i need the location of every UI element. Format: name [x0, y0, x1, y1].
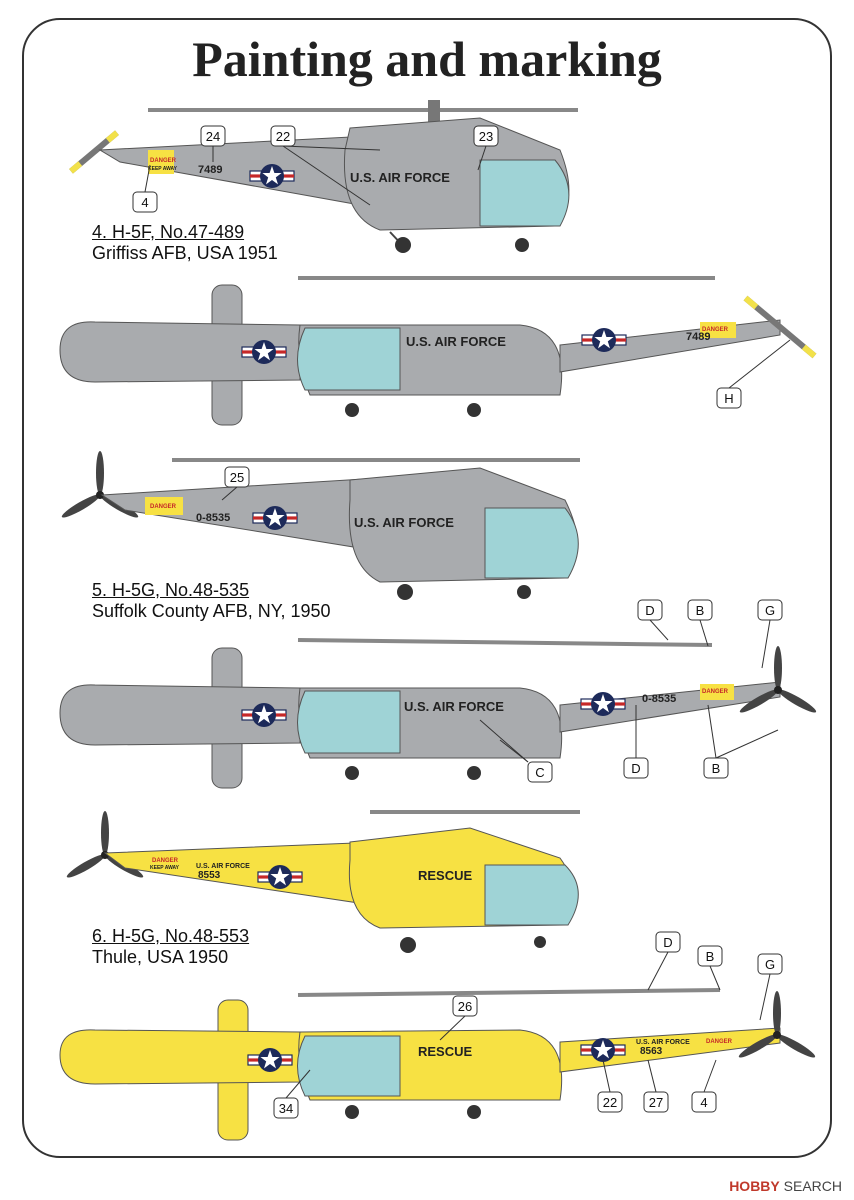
- serial-7489-top: 7489: [686, 331, 710, 343]
- callout-d-b: D: [631, 761, 640, 776]
- callout-24: 24: [206, 129, 220, 144]
- usaf-small-2: U.S. AIR FORCE: [636, 1039, 690, 1046]
- usaf-marking-3: U.S. AIR FORCE: [354, 515, 454, 530]
- callout-c: C: [535, 765, 544, 780]
- callout-4-b: 4: [700, 1095, 707, 1110]
- keep-away-text-1: KEEP AWAY: [148, 166, 178, 172]
- callout-23: 23: [479, 129, 493, 144]
- danger-text-1: DANGER: [150, 158, 177, 164]
- rescue-marking-2: RESCUE: [418, 1044, 473, 1059]
- serial-8535-side: 0-8535: [196, 512, 230, 524]
- callout-b-c: B: [706, 949, 715, 964]
- scheme-name: 4. H-5F, No.47-489: [92, 222, 245, 242]
- danger-text-6: DANGER: [706, 1039, 733, 1045]
- usaf-marking-1: U.S. AIR FORCE: [350, 170, 450, 185]
- usaf-marking-2: U.S. AIR FORCE: [406, 334, 506, 349]
- callout-h: H: [724, 391, 733, 406]
- callout-d-a: D: [645, 603, 654, 618]
- hobbysearch-watermark: HOBBY SEARCH: [729, 1178, 842, 1194]
- danger-text-3: DANGER: [150, 504, 177, 510]
- callout-27: 27: [649, 1095, 663, 1110]
- watermark-brand: HOBBY: [729, 1178, 780, 1194]
- rescue-marking-1: RESCUE: [418, 868, 473, 883]
- scheme-caption-6: 6. H-5G, No.48-553 Thule, USA 1950: [92, 926, 249, 968]
- keep-away-text-2: KEEP AWAY: [150, 865, 180, 871]
- side-view-h5f: [69, 100, 578, 253]
- page-title: Painting and marking: [192, 31, 662, 87]
- top-view-h5g-553: [59, 988, 818, 1141]
- callout-34: 34: [279, 1101, 293, 1116]
- serial-8553: 8553: [198, 870, 221, 881]
- top-view-h5g-535: [59, 638, 819, 789]
- serial-7489-side: 7489: [198, 164, 222, 176]
- watermark-suffix: SEARCH: [783, 1178, 842, 1194]
- top-view-h5f: [59, 276, 817, 426]
- callout-22-b: 22: [603, 1095, 617, 1110]
- scheme-place: Griffiss AFB, USA 1951: [92, 243, 278, 263]
- callout-d-c: D: [663, 935, 672, 950]
- callout-b-b: B: [712, 761, 721, 776]
- callout-g-b: G: [765, 957, 775, 972]
- serial-8563: 8563: [640, 1046, 663, 1057]
- callout-4-a: 4: [141, 195, 148, 210]
- callout-g-a: G: [765, 603, 775, 618]
- scheme-name: 5. H-5G, No.48-535: [92, 580, 250, 600]
- callout-26: 26: [458, 999, 472, 1014]
- side-view-h5g-553: [64, 810, 580, 953]
- callout-b-a: B: [696, 603, 705, 618]
- callout-25: 25: [230, 470, 244, 485]
- danger-text-2: DANGER: [702, 327, 729, 333]
- scheme-place: Thule, USA 1950: [92, 947, 229, 967]
- serial-8535-top: 0-8535: [642, 693, 676, 705]
- scheme-caption-4: 4. H-5F, No.47-489 Griffiss AFB, USA 195…: [92, 222, 278, 264]
- side-view-h5g-535: [59, 451, 580, 600]
- scheme-caption-5: 5. H-5G, No.48-535 Suffolk County AFB, N…: [92, 580, 330, 622]
- callout-22-a: 22: [276, 129, 290, 144]
- usaf-marking-4: U.S. AIR FORCE: [404, 699, 504, 714]
- scheme-place: Suffolk County AFB, NY, 1950: [92, 601, 331, 621]
- scheme-name: 6. H-5G, No.48-553: [92, 926, 250, 946]
- danger-text-4: DANGER: [702, 689, 729, 695]
- usaf-small-1: U.S. AIR FORCE: [196, 863, 250, 870]
- danger-text-5: DANGER: [152, 858, 179, 864]
- tail-rotor: [69, 130, 119, 174]
